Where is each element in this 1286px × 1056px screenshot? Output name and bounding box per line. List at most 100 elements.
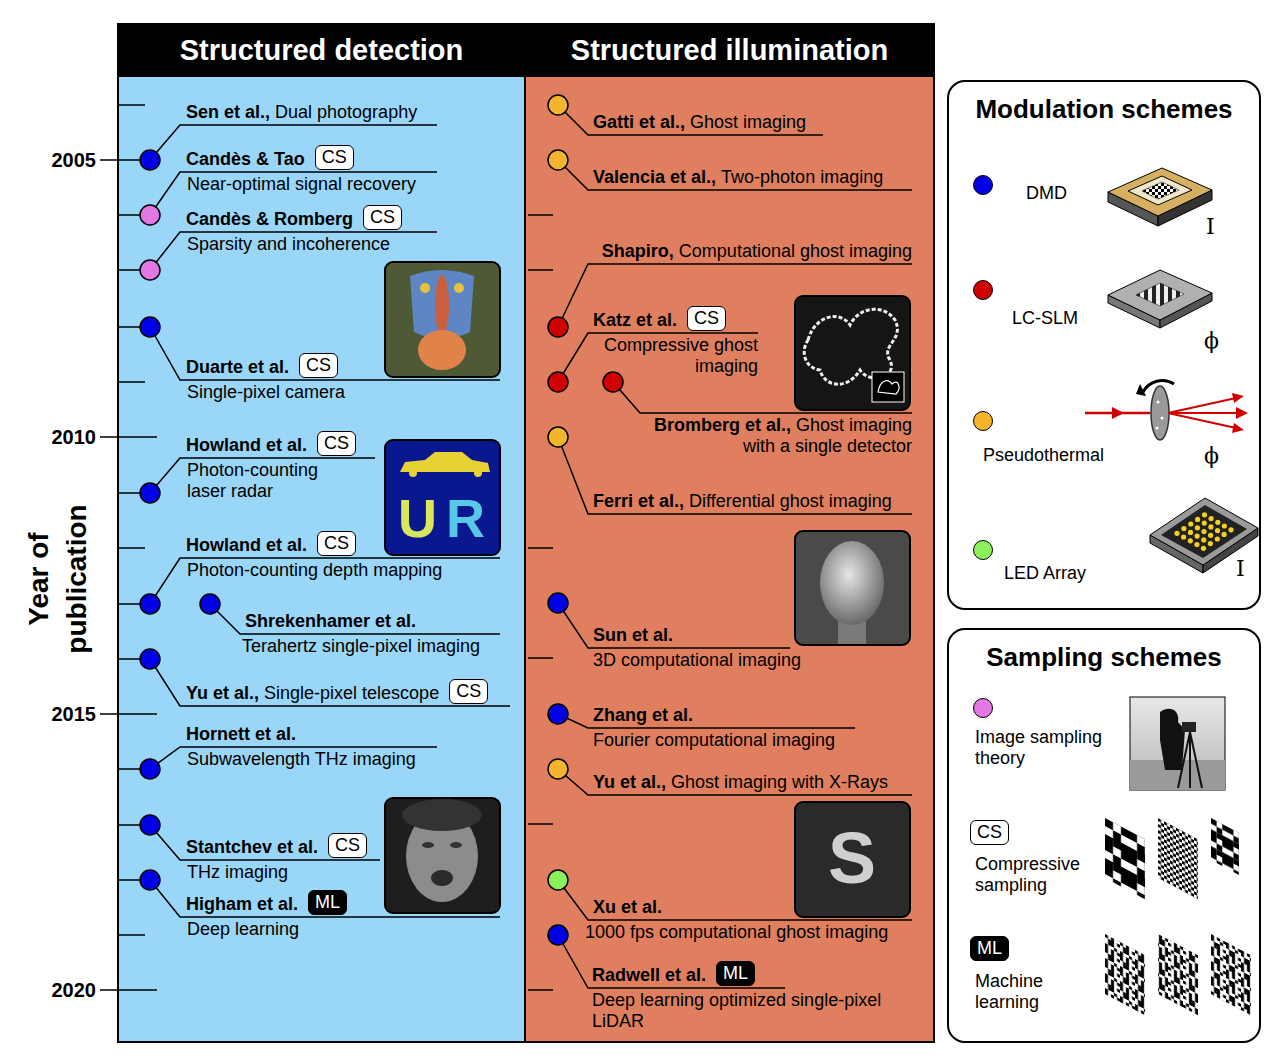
led-dot xyxy=(1194,542,1199,547)
author-name: Candès & Tao xyxy=(186,149,305,169)
timeline-dot xyxy=(548,704,568,724)
timeline-entry: Stantchev et al. xyxy=(186,837,318,858)
learned-patterns-part xyxy=(1105,934,1145,1015)
ghost-image-part xyxy=(795,296,910,410)
cameraman-image-part xyxy=(1189,732,1191,788)
leader-line xyxy=(150,232,437,270)
entry-text: 2015 xyxy=(52,703,97,725)
led-array-device-part xyxy=(1203,528,1258,573)
timeline-dot xyxy=(548,870,568,890)
diffuser-device-part xyxy=(1168,412,1238,414)
led-dot xyxy=(1188,530,1193,535)
year-tick xyxy=(528,214,553,216)
timeline-dot xyxy=(200,594,220,614)
author-name: Howland et al. xyxy=(186,535,307,555)
timeline-dot xyxy=(140,205,160,225)
timeline-entry: Sun et al. xyxy=(593,625,673,646)
entry-text: U xyxy=(398,488,437,548)
legend-swatch xyxy=(973,175,993,195)
badge-text: CS xyxy=(306,355,331,375)
timeline-dot xyxy=(140,260,160,280)
led-dot xyxy=(1208,524,1213,529)
entry-text: Dual photography xyxy=(275,102,417,122)
leader-line xyxy=(150,825,380,860)
column-header: Structured detection xyxy=(119,25,524,75)
ml-badge: ML xyxy=(716,961,755,986)
mandrill-image-part xyxy=(418,330,466,370)
timeline-entry: Ferri et al.,Differential ghost imaging xyxy=(593,491,892,512)
leader-line xyxy=(613,382,912,413)
timeline-entry: Single-pixel camera xyxy=(187,382,345,403)
led-dot xyxy=(1195,517,1200,522)
legend-text: Pseudothermal xyxy=(983,445,1104,465)
diffuser-device-part xyxy=(1232,393,1244,403)
year-tick xyxy=(119,658,145,660)
learned-patterns-part-part xyxy=(1211,934,1251,1015)
author-name: Howland et al. xyxy=(186,435,307,455)
led-dot xyxy=(1215,528,1220,533)
lidar-image xyxy=(385,440,500,555)
year-tick-major xyxy=(100,159,157,161)
year-tick xyxy=(119,824,145,826)
entry-text: Terahertz single-pixel imaging xyxy=(242,636,480,656)
ghost-image-part xyxy=(878,381,899,394)
timeline-entry: Sparsity and incoherence xyxy=(187,234,390,255)
leader-line xyxy=(210,604,500,634)
cameraman-image-part xyxy=(1130,760,1225,790)
led-dot xyxy=(1201,529,1206,534)
leader-line xyxy=(558,105,823,135)
author-name: Zhang et al. xyxy=(593,705,693,725)
badge-text: ML xyxy=(723,963,748,983)
led-dot xyxy=(1215,520,1220,525)
timeline-entry: Yu et al.,Ghost imaging with X-Rays xyxy=(593,772,888,793)
cs-badge: CS xyxy=(363,205,402,230)
timeline-entry: 1000 fps computational ghost imaging xyxy=(585,922,888,943)
year-tick xyxy=(119,104,145,106)
led-dot xyxy=(1209,516,1214,521)
ghost-image-part xyxy=(872,372,904,402)
legend-swatch xyxy=(973,280,993,300)
diffuser-device-part xyxy=(1085,412,1150,415)
diffuser-device-part xyxy=(1168,413,1236,428)
timeline-entry: Hornett et al. xyxy=(186,724,296,745)
cs-badge: CS xyxy=(687,306,726,331)
leader-line xyxy=(558,935,785,988)
dmd-device-part xyxy=(1108,192,1158,226)
timeline-dot xyxy=(548,95,568,115)
mandrill-image-part xyxy=(435,275,449,335)
learned-patterns-part-part xyxy=(1158,934,1198,1015)
timeline-entry: Gatti et al.,Ghost imaging xyxy=(593,112,806,133)
entry-text: Differential ghost imaging xyxy=(689,491,892,511)
timeline-dot xyxy=(548,317,568,337)
compressive-patterns-part xyxy=(1105,818,1145,899)
legend-item: LED Array xyxy=(1004,563,1086,584)
timeline-entry: Xu et al. xyxy=(593,897,662,918)
dmd-device-part xyxy=(1142,182,1179,199)
author-name: Katz et al. xyxy=(593,310,677,330)
year-tick xyxy=(119,934,145,936)
entry-text: Single-pixel telescope xyxy=(264,683,439,703)
entry-text: Computational ghost imaging xyxy=(679,241,912,261)
legend-text: DMD xyxy=(1026,183,1067,203)
cs-badge: CS xyxy=(317,531,356,556)
lidar-image-part xyxy=(409,469,417,477)
timeline-entry: Katz et al. xyxy=(593,310,677,331)
s-image-part xyxy=(795,802,910,917)
entry-text: Single-pixel camera xyxy=(187,382,345,402)
face-image-part xyxy=(450,842,462,848)
slm-device-part xyxy=(1160,293,1212,328)
timeline-entry: Shrekenhamer et al. xyxy=(245,611,416,632)
timeline-entry: 3D computational imaging xyxy=(593,650,801,671)
year-tick xyxy=(119,492,145,494)
timeline-entry: Duarte et al. xyxy=(186,357,289,378)
diffuser-device-part xyxy=(1143,381,1174,392)
dmd-device-part xyxy=(1128,176,1192,205)
cs-badge: CS xyxy=(317,431,356,456)
face-image-part xyxy=(431,870,453,886)
year-label: 2010 xyxy=(36,425,96,451)
timeline-entry: Candès & Tao xyxy=(186,149,305,170)
timeline-entry: U xyxy=(398,488,437,562)
timeline-entry: R xyxy=(446,488,485,562)
head-image xyxy=(795,531,910,645)
entry-text: 2020 xyxy=(52,979,97,1001)
